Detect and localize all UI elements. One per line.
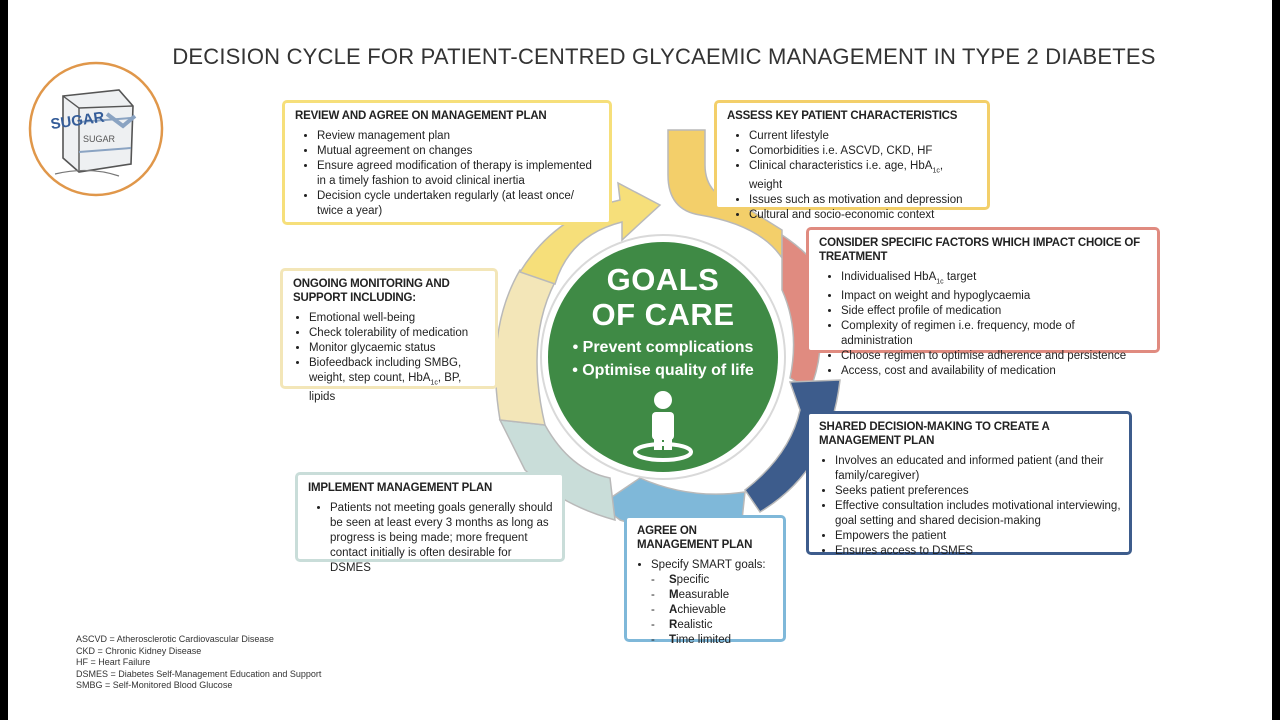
list-item: Specify SMART goals: bbox=[651, 558, 775, 573]
list-item: Current lifestyle bbox=[749, 129, 979, 144]
list-item: Biofeedback including SMBG, weight, step… bbox=[309, 356, 487, 405]
box-heading: ONGOING MONITORING AND SUPPORT INCLUDING… bbox=[293, 278, 450, 304]
smart-item: Specific bbox=[651, 573, 775, 588]
list-item: Review management plan bbox=[317, 129, 601, 144]
list-item: Monitor glycaemic status bbox=[309, 341, 487, 356]
box-implement-plan: IMPLEMENT MANAGEMENT PLAN Patients not m… bbox=[295, 472, 565, 574]
goals-of-care-circle: GOALS OF CARE • Prevent complications • … bbox=[548, 242, 778, 472]
list-item: Impact on weight and hypoglycaemia bbox=[841, 289, 1149, 304]
box-heading: AGREE ON MANAGEMENT PLAN bbox=[637, 525, 753, 551]
list-item: Involves an educated and informed patien… bbox=[835, 454, 1121, 484]
footnote: DSMES = Diabetes Self-Management Educati… bbox=[76, 668, 322, 679]
diagram-title: DECISION CYCLE FOR PATIENT-CENTRED GLYCA… bbox=[172, 44, 1156, 69]
list-item: Issues such as motivation and depression bbox=[749, 193, 979, 208]
box-heading: IMPLEMENT MANAGEMENT PLAN bbox=[308, 482, 493, 494]
list-item: Ensures access to DSMES bbox=[835, 544, 1121, 559]
list-item: Mutual agreement on changes bbox=[317, 144, 601, 159]
list-item: Empowers the patient bbox=[835, 529, 1121, 544]
list-item: Seeks patient preferences bbox=[835, 484, 1121, 499]
list-item: Check tolerability of medication bbox=[309, 326, 487, 341]
list-item: Access, cost and availability of medicat… bbox=[841, 364, 1149, 379]
list-item: Cultural and socio-economic context bbox=[749, 208, 979, 223]
smart-item: Measurable bbox=[651, 588, 775, 603]
smart-item: Achievable bbox=[651, 603, 775, 618]
person-icon bbox=[633, 391, 693, 462]
footnote: ASCVD = Atherosclerotic Cardiovascular D… bbox=[76, 634, 274, 644]
box-review-agree: REVIEW AND AGREE ON MANAGEMENT PLAN Revi… bbox=[282, 100, 612, 225]
box-heading: SHARED DECISION-MAKING TO CREATE A MANAG… bbox=[819, 421, 1050, 447]
box-shared-decision-making: SHARED DECISION-MAKING TO CREATE A MANAG… bbox=[806, 411, 1132, 557]
goals-bullets: • Prevent complications • Optimise quali… bbox=[572, 339, 754, 379]
box-heading: ASSESS KEY PATIENT CHARACTERISTICS bbox=[727, 110, 958, 122]
list-item: Choose regimen to optimise adherence and… bbox=[841, 349, 1149, 364]
list-item: Comorbidities i.e. ASCVD, CKD, HF bbox=[749, 144, 979, 159]
list-item: Individualised HbA1c target bbox=[841, 270, 1149, 289]
left-frame-bar bbox=[0, 0, 8, 720]
list-item: Complexity of regimen i.e. frequency, mo… bbox=[841, 319, 1149, 349]
list-item: Emotional well-being bbox=[309, 311, 487, 326]
svg-text:SUGAR: SUGAR bbox=[83, 134, 116, 144]
list-item: Effective consultation includes motivati… bbox=[835, 499, 1121, 529]
abbreviation-footnotes: ASCVD = Atherosclerotic Cardiovascular D… bbox=[76, 634, 321, 692]
smart-item: Realistic bbox=[651, 618, 775, 633]
box-ongoing-monitoring: ONGOING MONITORING AND SUPPORT INCLUDING… bbox=[280, 268, 498, 403]
box-heading: CONSIDER SPECIFIC FACTORS WHICH IMPACT C… bbox=[819, 237, 1140, 263]
list-item: Side effect profile of medication bbox=[841, 304, 1149, 319]
box-agree-plan: AGREE ON MANAGEMENT PLAN Specify SMART g… bbox=[624, 515, 786, 646]
box-assess-characteristics: ASSESS KEY PATIENT CHARACTERISTICS Curre… bbox=[714, 100, 990, 221]
footnote: HF = Heart Failure bbox=[76, 657, 151, 667]
smart-item: Time limited bbox=[651, 633, 775, 648]
goals-title: GOALS OF CARE bbox=[591, 262, 735, 332]
list-item: Ensure agreed modification of therapy is… bbox=[317, 159, 601, 189]
list-item: Clinical characteristics i.e. age, HbA1c… bbox=[749, 159, 979, 193]
footnote: SMBG = Self-Monitored Blood Glucose bbox=[76, 680, 233, 690]
right-frame-bar bbox=[1272, 0, 1280, 720]
footnote: CKD = Chronic Kidney Disease bbox=[76, 645, 202, 656]
box-heading: REVIEW AND AGREE ON MANAGEMENT PLAN bbox=[295, 110, 547, 122]
list-item: Decision cycle undertaken regularly (at … bbox=[317, 189, 601, 219]
sugar-bag-icon: SUGAR SUGAR bbox=[28, 61, 164, 197]
list-item: Patients not meeting goals generally sho… bbox=[330, 501, 554, 576]
box-consider-factors: CONSIDER SPECIFIC FACTORS WHICH IMPACT C… bbox=[806, 227, 1160, 377]
